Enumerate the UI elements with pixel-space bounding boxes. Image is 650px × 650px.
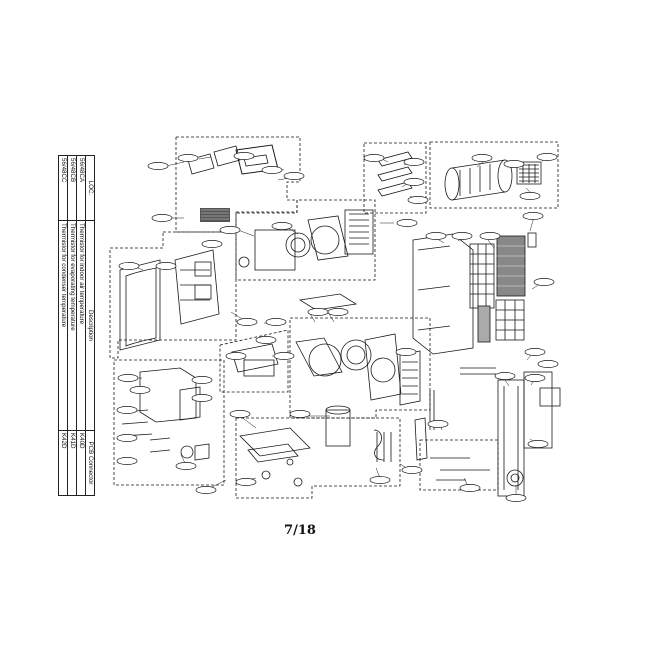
part-label-tag [191, 376, 213, 384]
control-bracket-group [219, 329, 289, 393]
part-label-tag [255, 336, 277, 344]
header-description: Description [85, 220, 95, 431]
base-compressor-group [235, 405, 401, 499]
part-label-tag [191, 394, 213, 402]
front-panel-group [109, 231, 237, 359]
part-label-tag [494, 372, 516, 380]
part-label-tag [519, 192, 541, 200]
part-label-tag [289, 410, 311, 418]
part-label-tag [403, 158, 425, 166]
part-label-tags [116, 152, 559, 502]
legend-row: 56/48CC Thermistor for condenser tempera… [58, 155, 68, 496]
window-kit-group [376, 367, 561, 497]
page-number: 7/18 [284, 523, 316, 538]
part-label-tag [327, 308, 349, 316]
part-label-tag [479, 232, 501, 240]
part-label-tag [524, 374, 546, 382]
part-label-tag [261, 166, 283, 174]
part-label-tag [505, 494, 527, 502]
loc-cell: 56/48CA [76, 155, 86, 221]
part-label-tag [503, 160, 525, 168]
part-label-tag [129, 386, 151, 394]
part-label-tag [407, 196, 429, 204]
thermistor-table: LOC. Description PCB Connector 56/48CA T… [58, 155, 95, 496]
blower-group [289, 293, 431, 419]
header-loc: LOC. [85, 155, 95, 221]
part-label-tag [236, 318, 258, 326]
part-label-tag [401, 466, 423, 474]
part-label-tag [219, 226, 241, 234]
connector-cell: K41D [67, 430, 77, 496]
part-label-tag [147, 162, 169, 170]
part-label-tag [116, 457, 138, 465]
part-label-tag [117, 374, 139, 382]
part-label-tag [536, 153, 558, 161]
fan-motor-group [235, 199, 376, 281]
part-label-tag [118, 262, 140, 270]
description-cell: Thermistor for condenser temperature [58, 220, 68, 431]
part-label-tag [533, 278, 555, 286]
part-label-tag [395, 348, 417, 356]
part-label-tag [235, 478, 257, 486]
part-label-tag [425, 232, 447, 240]
part-label-tag [155, 262, 177, 270]
part-label-tag [273, 352, 295, 360]
legend-header-row: LOC. Description PCB Connector [85, 155, 95, 496]
part-label-tag [307, 308, 329, 316]
loc-cell: 56/48CB [67, 155, 77, 221]
part-label-tag [459, 484, 481, 492]
part-label-tag [522, 212, 544, 220]
part-label-tag [229, 410, 251, 418]
part-label-tag [471, 154, 493, 162]
rear-housing-group [412, 232, 537, 355]
part-label-tag [283, 172, 305, 180]
part-label-tag [427, 420, 449, 428]
part-label-tag [175, 462, 197, 470]
connector-cell: K42D [58, 430, 68, 496]
legend-row: 56/48CA Thermistor for indoor air temper… [76, 155, 86, 496]
part-label-tag [177, 154, 199, 162]
connector-cell: K40D [76, 430, 86, 496]
part-label-tag [527, 440, 549, 448]
part-label-tag [363, 154, 385, 162]
part-label-tag [271, 222, 293, 230]
header-connector: PCB Connector [85, 430, 95, 496]
part-label-tag [265, 318, 287, 326]
legend-row: 56/48CB Thermistor for evaporating tempe… [67, 155, 77, 496]
top-right-brackets [363, 142, 427, 214]
top-filter-group [175, 136, 301, 233]
control-box-group [113, 359, 225, 486]
part-label-tag [116, 406, 138, 414]
part-label-tag [396, 219, 418, 227]
part-label-tag [225, 352, 247, 360]
part-label-tag [403, 178, 425, 186]
loc-cell: 56/48CC [58, 155, 68, 221]
thermistor-legend: LOC. Description PCB Connector 56/48CA T… [58, 155, 95, 496]
exhaust-duct-group [429, 141, 559, 209]
part-label-tag [451, 232, 473, 240]
part-label-tag [151, 214, 173, 222]
part-label-tag [524, 348, 546, 356]
description-cell: Thermistor for indoor air temperature [76, 220, 86, 431]
part-label-tag [369, 476, 391, 484]
part-label-tag [537, 360, 559, 368]
part-label-tag [195, 486, 217, 494]
part-label-tag [233, 152, 255, 160]
description-cell: Thermistor for evaporating temperature [67, 220, 77, 431]
part-label-tag [201, 240, 223, 248]
part-label-tag [116, 434, 138, 442]
